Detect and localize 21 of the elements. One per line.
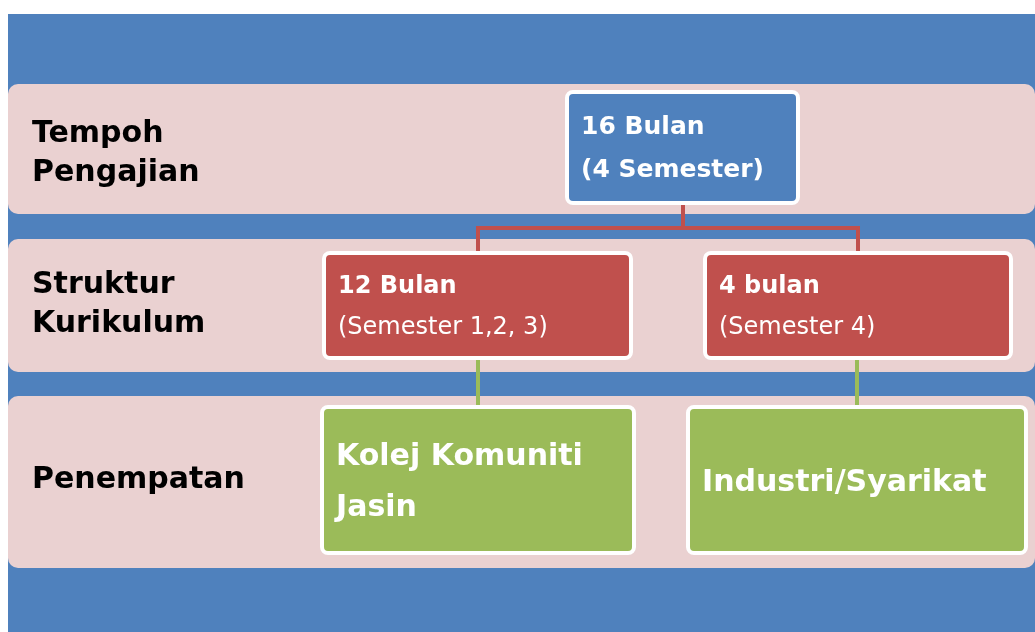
box-text: (4 Semester) [581, 152, 766, 185]
box-heading: 12 Bulan [338, 269, 458, 301]
row-heading: Penempatan [32, 459, 246, 497]
process-box [686, 405, 1028, 555]
process-box [565, 90, 800, 205]
process-box [703, 251, 1013, 360]
row-heading: Tempoh Pengajian [32, 113, 201, 190]
process-box [320, 405, 636, 555]
box-heading: 16 Bulan [581, 110, 706, 142]
box-heading: 4 bulan [719, 269, 821, 301]
connector-line [476, 360, 480, 405]
row-heading: Struktur Kurikulum [32, 264, 207, 341]
row-band [8, 84, 1035, 214]
box-heading: Kolej Komuniti Jasin [336, 436, 584, 525]
box-heading: Industri/Syarikat [702, 461, 988, 500]
process-box [322, 251, 633, 360]
box-text: (Semester 1,2, 3) [338, 310, 549, 342]
row-band [8, 239, 1035, 372]
connector-line [855, 360, 859, 405]
row-band [8, 396, 1035, 568]
box-text: (Semester 4) [719, 310, 877, 342]
